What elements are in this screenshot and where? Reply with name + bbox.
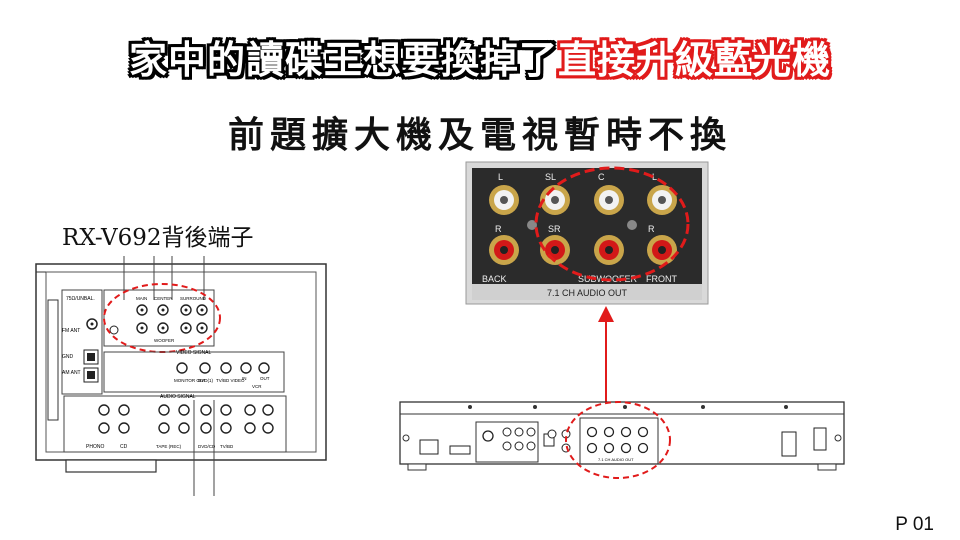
dvd-in-label: DVD(1): [198, 378, 214, 383]
outputs-closeup-photo: 7.1 CH AUDIO OUT L SL C L R SR R BACK SU…: [465, 161, 709, 305]
sub-woofer-label: WOOFER: [154, 338, 175, 343]
closeup-front-label: FRONT: [646, 274, 677, 284]
dvd-cd-label: DVD/CD: [198, 444, 216, 449]
out-label: OUT: [260, 376, 270, 381]
video-signal-label: VIDEO SIGNAL: [176, 350, 212, 356]
closeup-top-label-2: SL: [545, 172, 556, 182]
seven5-ohm-label: 75Ω/UNBAL.: [66, 296, 95, 302]
in-label: IN: [242, 376, 247, 381]
tape-label: TAPE (REC): [156, 444, 182, 449]
page-number: P 01: [895, 514, 934, 535]
closeup-caption: 7.1 CH AUDIO OUT: [547, 288, 628, 298]
closeup-highlight: [534, 166, 690, 282]
gnd-label: GND: [62, 354, 74, 360]
player-71-highlight: [565, 401, 671, 479]
closeup-side-label-1: R: [495, 224, 502, 234]
receiver-model-label: RX-V692背後端子: [62, 225, 254, 251]
audio-signal-label: AUDIO SIGNAL: [160, 394, 196, 400]
slide-title: 家中的讀碟王想要換掉了直接升級藍光機: [0, 34, 960, 86]
audio-jacks: [98, 404, 274, 434]
center-label: CENTER: [154, 296, 173, 301]
closeup-top-label-4: L: [652, 172, 657, 182]
closeup-side-label-3: R: [648, 224, 655, 234]
cd-label: CD: [120, 444, 128, 450]
receiver-rear-panel: 75Ω/UNBAL. FM ANT GND AM ANT: [35, 256, 327, 496]
closeup-top-label-1: L: [498, 172, 503, 182]
closeup-side-label-2: SR: [548, 224, 561, 234]
closeup-red-jacks: [489, 235, 677, 265]
monitor-out-label: MONITOR OUT: [174, 378, 206, 383]
main-label: MAIN: [136, 296, 147, 301]
slide-subtitle: 前題擴大機及電視暫時不換: [227, 115, 732, 156]
surround-label: SURROUND: [180, 296, 207, 301]
phono-label: PHONO: [86, 444, 104, 450]
vcr-label: VCR: [252, 384, 262, 389]
closeup-white-jacks: [489, 185, 677, 215]
player-71-caption: 7.1 CH AUDIO OUT: [598, 457, 634, 462]
closeup-top-label-3: C: [598, 172, 605, 182]
tv-bd-video-label: TV/BD VIDEO: [216, 378, 245, 383]
preout-jacks: [136, 304, 208, 334]
tv-bd-label: TV/BD: [220, 444, 234, 449]
player-71-jacks: [586, 426, 649, 454]
fm-ant-label: FM ANT: [62, 328, 80, 334]
bluray-player-rear: 7.1 CH AUDIO OUT: [399, 401, 845, 479]
title-part-2: 直接升級藍光機: [558, 38, 832, 82]
am-ant-label: AM ANT: [62, 370, 81, 376]
title-part-1: 家中的讀碟王想要換掉了: [128, 38, 558, 82]
closeup-back-label: BACK: [482, 274, 507, 284]
video-jacks: [176, 362, 270, 374]
